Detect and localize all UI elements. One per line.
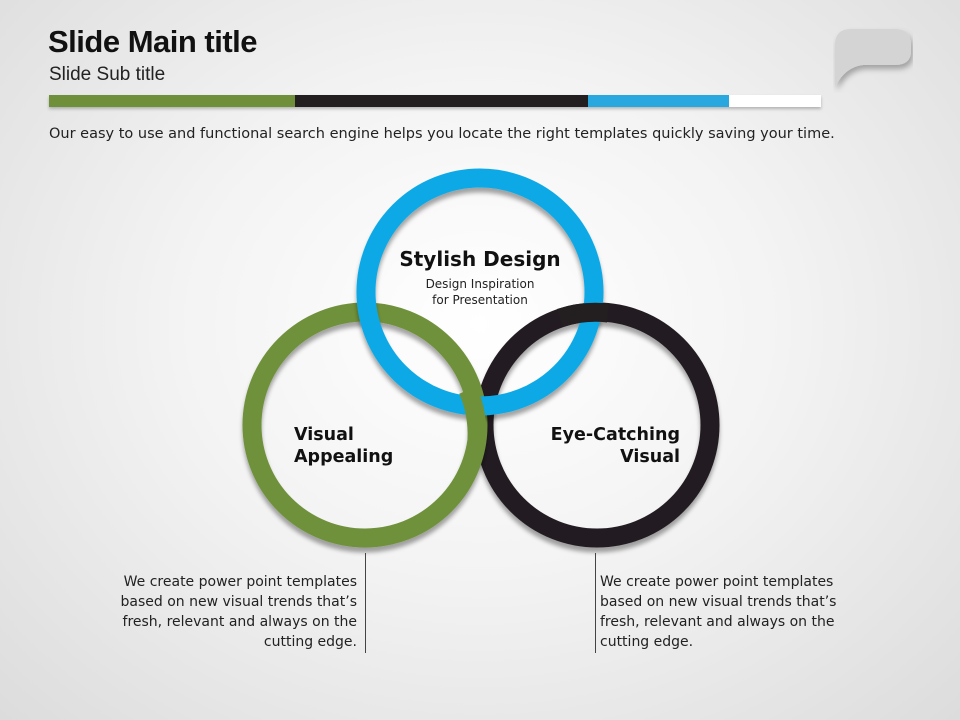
color-bar bbox=[49, 95, 821, 107]
bar-segment-blue bbox=[588, 95, 729, 107]
speech-bubble-icon bbox=[835, 29, 911, 87]
circle-title-line: Eye-Catching bbox=[550, 425, 680, 445]
slide-title: Slide Main title bbox=[48, 24, 258, 59]
bar-segment-dark bbox=[295, 95, 588, 107]
note-line: based on new visual trends that’s bbox=[120, 594, 357, 610]
note-line: cutting edge. bbox=[263, 634, 357, 650]
note-line: We create power point templates bbox=[123, 574, 357, 590]
circle-subtitle-line: Design Inspiration bbox=[425, 277, 535, 291]
circle-title-line: Visual bbox=[620, 447, 680, 467]
note-left: We create power point templates based on… bbox=[107, 572, 357, 652]
ring-eye-catching-overlap bbox=[557, 302, 610, 328]
connector-line-right bbox=[595, 553, 596, 653]
circle-subtitle-line: for Presentation bbox=[432, 293, 528, 307]
bar-segment-green bbox=[49, 95, 295, 107]
circle-title-stylish-design: Stylish Design bbox=[399, 247, 561, 271]
circle-title-line: Appealing bbox=[294, 447, 394, 467]
bar-segment-white bbox=[729, 95, 821, 107]
note-line: cutting edge. bbox=[600, 634, 694, 650]
slide-description: Our easy to use and functional search en… bbox=[49, 126, 835, 142]
circle-title-line: Visual bbox=[294, 425, 354, 445]
note-line: We create power point templates bbox=[600, 574, 834, 590]
note-line: fresh, relevant and always on the bbox=[122, 614, 357, 630]
note-line: based on new visual trends that’s bbox=[600, 594, 837, 610]
note-right: We create power point templates based on… bbox=[600, 572, 850, 652]
connector-line-left bbox=[365, 553, 366, 653]
note-line: fresh, relevant and always on the bbox=[600, 614, 835, 630]
ring-visual-appealing-overlap bbox=[459, 386, 487, 441]
slide-subtitle: Slide Sub title bbox=[49, 64, 166, 85]
